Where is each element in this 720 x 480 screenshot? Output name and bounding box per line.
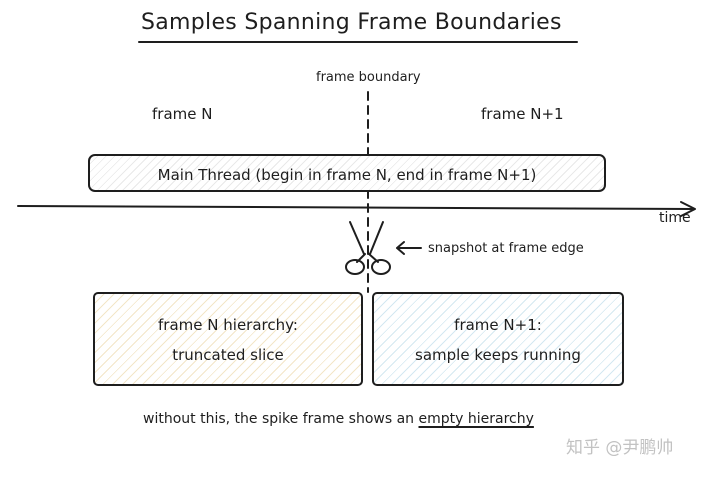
frame-n-label: frame N xyxy=(152,105,213,123)
main-thread-label: Main Thread (begin in frame N, end in fr… xyxy=(157,166,537,184)
frame-n-plus-1-box: frame N+1: sample keeps running xyxy=(372,292,624,386)
footer-emphasis: empty hierarchy xyxy=(418,411,534,427)
snapshot-arrow xyxy=(396,241,422,255)
frame-boundary-label: frame boundary xyxy=(316,70,421,85)
snapshot-label: snapshot at frame edge xyxy=(428,241,584,256)
frame-n-plus-1-detail: sample keeps running xyxy=(415,346,581,364)
frame-n-hierarchy-box: frame N hierarchy: truncated slice xyxy=(93,292,363,386)
diagram-title: Samples Spanning Frame Boundaries xyxy=(141,10,562,35)
main-thread-bar: Main Thread (begin in frame N, end in fr… xyxy=(88,154,606,192)
frame-n-plus-1-label: frame N+1 xyxy=(481,105,564,123)
footer-prefix: without this, the spike frame shows an xyxy=(143,411,419,427)
title-underline xyxy=(138,41,578,43)
time-axis-label: time xyxy=(659,210,691,226)
frame-n-plus-1-title: frame N+1: xyxy=(454,316,542,334)
time-axis-line xyxy=(17,205,695,210)
watermark: 知乎 @尹鹏帅 xyxy=(566,438,674,458)
footer-note: without this, the spike frame shows an e… xyxy=(143,412,534,426)
time-axis-arrowhead xyxy=(680,201,696,217)
frame-n-hierarchy-detail: truncated slice xyxy=(172,346,284,364)
scissors-icon xyxy=(345,221,391,275)
frame-n-hierarchy-title: frame N hierarchy: xyxy=(158,316,298,334)
